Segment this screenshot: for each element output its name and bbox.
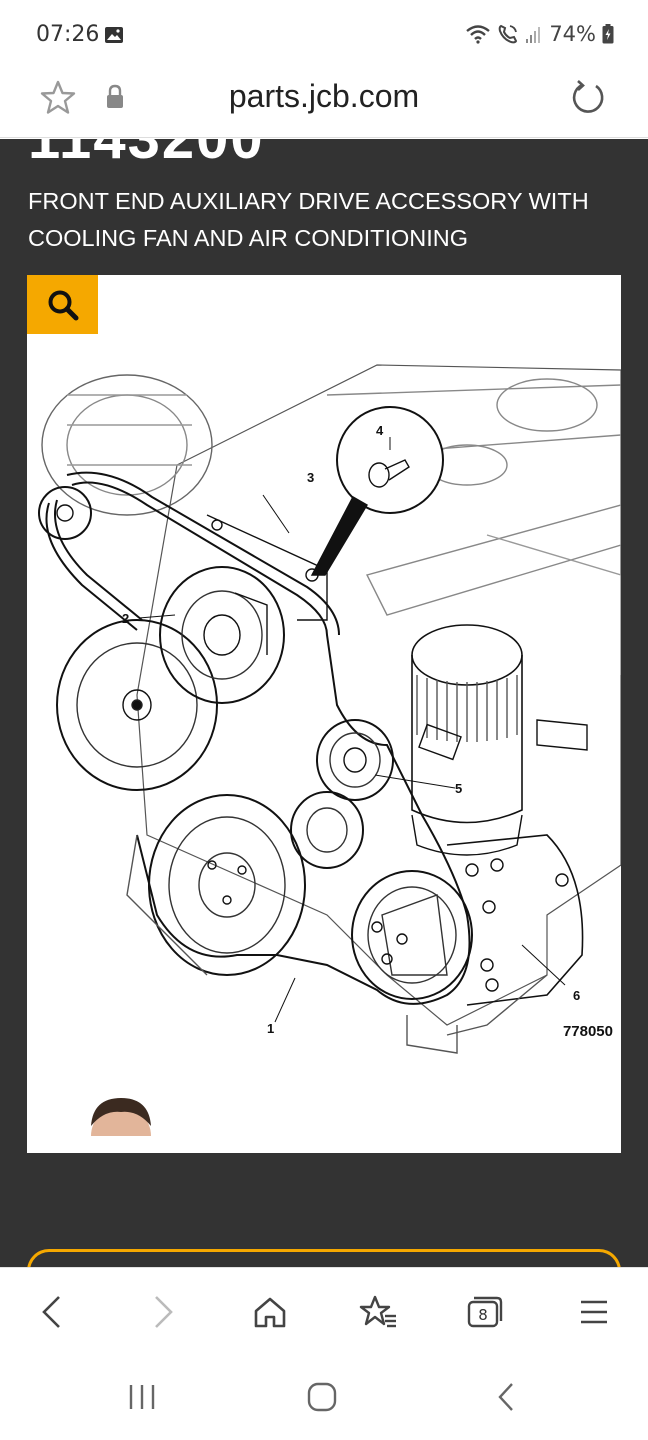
menu-button[interactable]	[572, 1290, 616, 1334]
promo-card[interactable]	[27, 1249, 621, 1267]
callout-label: 5	[455, 781, 463, 796]
recents-button[interactable]	[120, 1377, 164, 1417]
bookmarks-button[interactable]	[356, 1290, 400, 1334]
star-icon[interactable]	[38, 78, 78, 118]
system-back-button[interactable]	[484, 1377, 528, 1417]
engine-drawing	[38, 364, 621, 1054]
forward-icon	[155, 1296, 173, 1328]
callout-label: 2	[122, 611, 130, 626]
signal-icon	[526, 27, 541, 43]
battery-percent: 74%	[549, 22, 596, 46]
address-bar: parts.jcb.com	[0, 70, 648, 138]
back-icon	[42, 1296, 60, 1328]
home-icon	[254, 1297, 286, 1328]
status-bar: 07:26 74%	[0, 0, 648, 70]
callout-label: 1	[267, 1021, 275, 1036]
system-nav-bar	[0, 1355, 648, 1440]
url-text[interactable]: parts.jcb.com	[228, 78, 420, 114]
page-content: 1143200 FRONT END AUXILIARY DRIVE ACCESS…	[0, 139, 648, 1267]
home-circle-icon	[307, 1382, 337, 1412]
browser-toolbar: 8	[0, 1267, 648, 1355]
battery-icon	[602, 24, 614, 44]
back-button[interactable]	[30, 1290, 74, 1334]
tab-count: 8	[478, 1306, 488, 1324]
search-icon	[48, 290, 78, 320]
lock-icon	[107, 84, 123, 108]
home-button[interactable]	[248, 1290, 292, 1334]
parts-diagram: 3 2 4 5 6 1 778050	[27, 275, 621, 1153]
part-number-heading: 1143200	[28, 139, 265, 172]
bookmarks-icon	[359, 1295, 396, 1328]
menu-icon	[581, 1300, 607, 1324]
tabs-button[interactable]: 8	[463, 1290, 507, 1334]
callout-label: 4	[376, 423, 384, 438]
system-home-button[interactable]	[300, 1377, 344, 1417]
callout-label: 3	[307, 470, 315, 485]
status-icons: 74%	[465, 22, 614, 46]
status-time: 07:26	[36, 22, 100, 47]
section-title: FRONT END AUXILIARY DRIVE ACCESSORY WITH…	[28, 188, 589, 251]
diagram-reference: 778050	[562, 1023, 613, 1040]
photo-icon	[105, 27, 123, 43]
avatar	[91, 1098, 151, 1136]
callout-label: 6	[573, 988, 581, 1003]
zoom-button[interactable]	[27, 275, 98, 334]
recents-icon	[129, 1385, 155, 1409]
tabs-icon	[467, 1296, 503, 1328]
reload-icon[interactable]	[568, 78, 608, 118]
call-icon	[498, 24, 518, 44]
wifi-icon	[466, 25, 491, 44]
nav-back-icon	[498, 1383, 513, 1411]
forward-button[interactable]	[141, 1290, 185, 1334]
